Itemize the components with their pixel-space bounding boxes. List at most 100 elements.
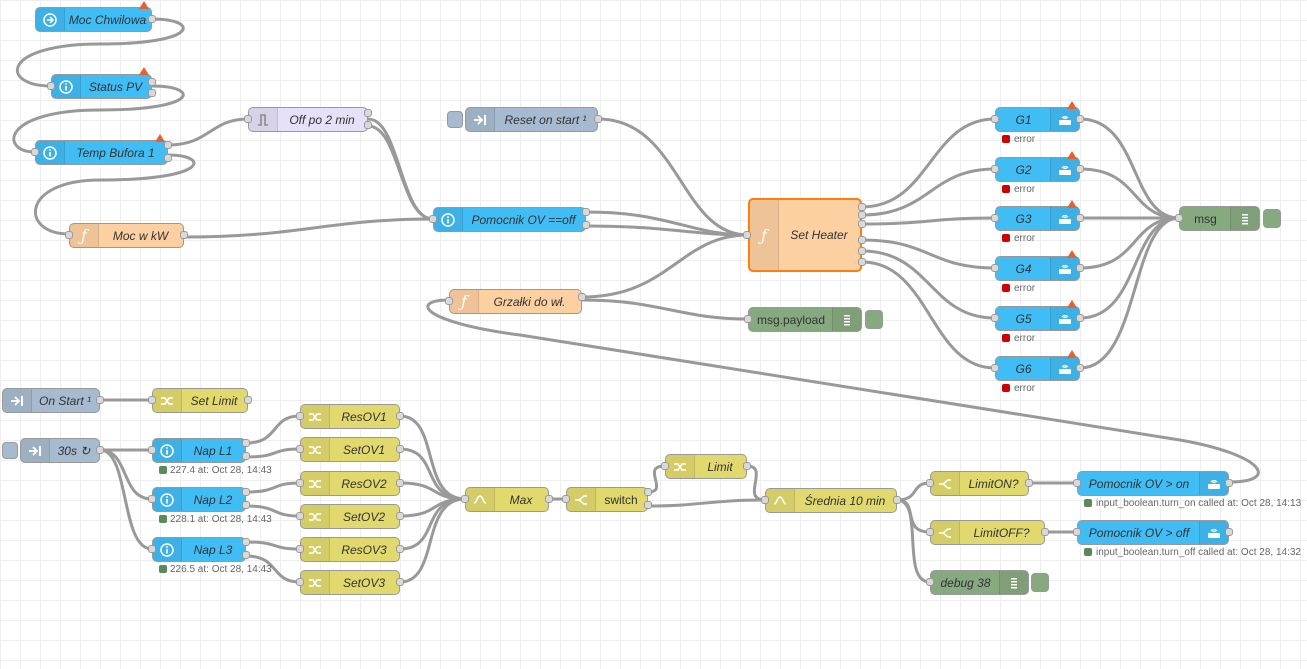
output-port[interactable] (578, 293, 586, 301)
input-port[interactable] (296, 578, 304, 586)
output-port[interactable] (893, 496, 901, 504)
output-port[interactable] (396, 479, 404, 487)
node-reset-on-start[interactable]: Reset on start ¹ (465, 107, 598, 132)
input-port[interactable] (1073, 479, 1081, 487)
node-30s[interactable]: 30s ↻ (20, 438, 100, 463)
output-port[interactable] (1025, 479, 1033, 487)
node-pomocnik-ov-off-svc[interactable]: Pomocnik OV > off (1077, 520, 1229, 545)
node-msg-payload[interactable]: msg.payload (748, 307, 862, 332)
node-temp-bufora[interactable]: Temp Bufora 1 (35, 140, 168, 165)
output-port[interactable] (396, 412, 404, 420)
output-port[interactable] (96, 446, 104, 454)
output-port[interactable] (1076, 314, 1084, 322)
output-port[interactable] (242, 488, 250, 496)
input-port[interactable] (991, 314, 999, 322)
node-g6[interactable]: G6 (995, 356, 1080, 381)
debug-toggle-button[interactable] (1031, 573, 1049, 592)
node-msg[interactable]: msg (1179, 206, 1260, 231)
output-port[interactable] (242, 501, 250, 509)
debug-toggle-button[interactable] (865, 310, 883, 329)
input-port[interactable] (445, 297, 453, 305)
node-pomocnik-ov-off[interactable]: Pomocnik OV ==off (433, 207, 586, 232)
node-setov2[interactable]: SetOV2 (300, 504, 400, 529)
output-port[interactable] (1225, 528, 1233, 536)
output-port[interactable] (644, 488, 652, 496)
output-port[interactable] (164, 154, 172, 162)
node-off-po-2-min[interactable]: Off po 2 min (248, 107, 368, 132)
output-port[interactable] (396, 512, 404, 520)
input-port[interactable] (148, 545, 156, 553)
output-port[interactable] (858, 258, 866, 266)
node-limit[interactable]: Limit (665, 454, 747, 479)
node-limit-on[interactable]: LimitON? (930, 471, 1029, 496)
input-port[interactable] (991, 364, 999, 372)
input-port[interactable] (429, 215, 437, 223)
output-port[interactable] (148, 89, 156, 97)
output-port[interactable] (242, 439, 250, 447)
input-port[interactable] (562, 495, 570, 503)
input-port[interactable] (661, 462, 669, 470)
output-port[interactable] (1041, 528, 1049, 536)
node-set-limit[interactable]: Set Limit (152, 388, 248, 413)
output-port[interactable] (743, 462, 751, 470)
node-grzalki-do-wl[interactable]: ƒ Grzałki do wł. (449, 289, 582, 314)
node-g5[interactable]: G5 (995, 306, 1080, 331)
output-port[interactable] (1225, 479, 1233, 487)
input-port[interactable] (31, 148, 39, 156)
output-port[interactable] (242, 538, 250, 546)
input-port[interactable] (296, 545, 304, 553)
output-port[interactable] (396, 578, 404, 586)
output-port[interactable] (858, 236, 866, 244)
output-port[interactable] (1076, 165, 1084, 173)
input-port[interactable] (244, 115, 252, 123)
node-set-heater[interactable]: ƒ Set Heater (748, 198, 862, 272)
output-port[interactable] (858, 247, 866, 255)
node-g1[interactable]: G1 (995, 107, 1080, 132)
inject-button[interactable] (447, 111, 463, 128)
input-port[interactable] (296, 479, 304, 487)
input-port[interactable] (926, 479, 934, 487)
input-port[interactable] (65, 231, 73, 239)
input-port[interactable] (296, 445, 304, 453)
node-resov3[interactable]: ResOV3 (300, 537, 400, 562)
output-port[interactable] (582, 208, 590, 216)
input-port[interactable] (991, 115, 999, 123)
output-port[interactable] (1076, 214, 1084, 222)
output-port[interactable] (148, 78, 156, 86)
node-debug-38[interactable]: debug 38 (930, 570, 1029, 595)
node-limit-off[interactable]: LimitOFF? (930, 520, 1045, 545)
input-port[interactable] (761, 496, 769, 504)
inject-button[interactable] (2, 442, 18, 459)
output-port[interactable] (858, 203, 866, 211)
output-port[interactable] (244, 396, 252, 404)
input-port[interactable] (743, 231, 751, 239)
node-setov3[interactable]: SetOV3 (300, 570, 400, 595)
input-port[interactable] (148, 446, 156, 454)
output-port[interactable] (1076, 364, 1084, 372)
output-port[interactable] (396, 545, 404, 553)
output-port[interactable] (858, 220, 866, 228)
output-port[interactable] (396, 445, 404, 453)
output-port[interactable] (242, 551, 250, 559)
input-port[interactable] (991, 214, 999, 222)
output-port[interactable] (180, 231, 188, 239)
node-srednia-10-min[interactable]: Średnia 10 min (765, 488, 897, 513)
input-port[interactable] (926, 528, 934, 536)
output-port[interactable] (96, 396, 104, 404)
node-moc-w-kw[interactable]: ƒ Moc w kW (69, 223, 184, 248)
node-pomocnik-ov-on[interactable]: Pomocnik OV > on (1077, 471, 1229, 496)
input-port[interactable] (296, 412, 304, 420)
output-port[interactable] (858, 211, 866, 219)
input-port[interactable] (926, 578, 934, 586)
output-port[interactable] (364, 121, 372, 129)
node-resov2[interactable]: ResOV2 (300, 471, 400, 496)
output-port[interactable] (242, 452, 250, 460)
input-port[interactable] (148, 396, 156, 404)
node-g2[interactable]: G2 (995, 157, 1080, 182)
input-port[interactable] (991, 264, 999, 272)
output-port[interactable] (1076, 115, 1084, 123)
output-port[interactable] (594, 115, 602, 123)
output-port[interactable] (164, 141, 172, 149)
input-port[interactable] (47, 82, 55, 90)
output-port[interactable] (644, 501, 652, 509)
